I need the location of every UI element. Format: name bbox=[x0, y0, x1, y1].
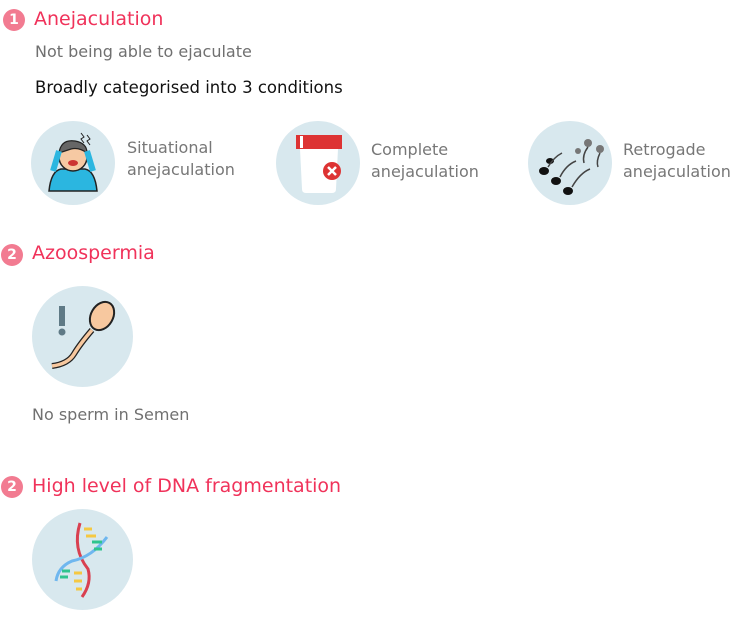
section-number-badge: 1 bbox=[3, 9, 25, 31]
section-title-dna-fragmentation: High level of DNA fragmentation bbox=[32, 475, 342, 497]
section-title-anejaculation: Anejaculation bbox=[34, 8, 164, 30]
section-number-badge: 2 bbox=[1, 476, 23, 498]
section-title-azoospermia: Azoospermia bbox=[32, 242, 155, 264]
sperm-alert-icon bbox=[32, 286, 133, 387]
section-description: Not being able to ejaculate bbox=[35, 42, 252, 61]
dna-icon bbox=[32, 509, 133, 610]
sperm-group-icon bbox=[528, 121, 612, 205]
section-subheading: Broadly categorised into 3 conditions bbox=[35, 78, 343, 97]
section-number-badge: 2 bbox=[1, 244, 23, 266]
stressed-man-icon bbox=[31, 121, 115, 205]
empty-container-icon bbox=[276, 121, 360, 205]
section-caption: No sperm in Semen bbox=[32, 405, 190, 424]
